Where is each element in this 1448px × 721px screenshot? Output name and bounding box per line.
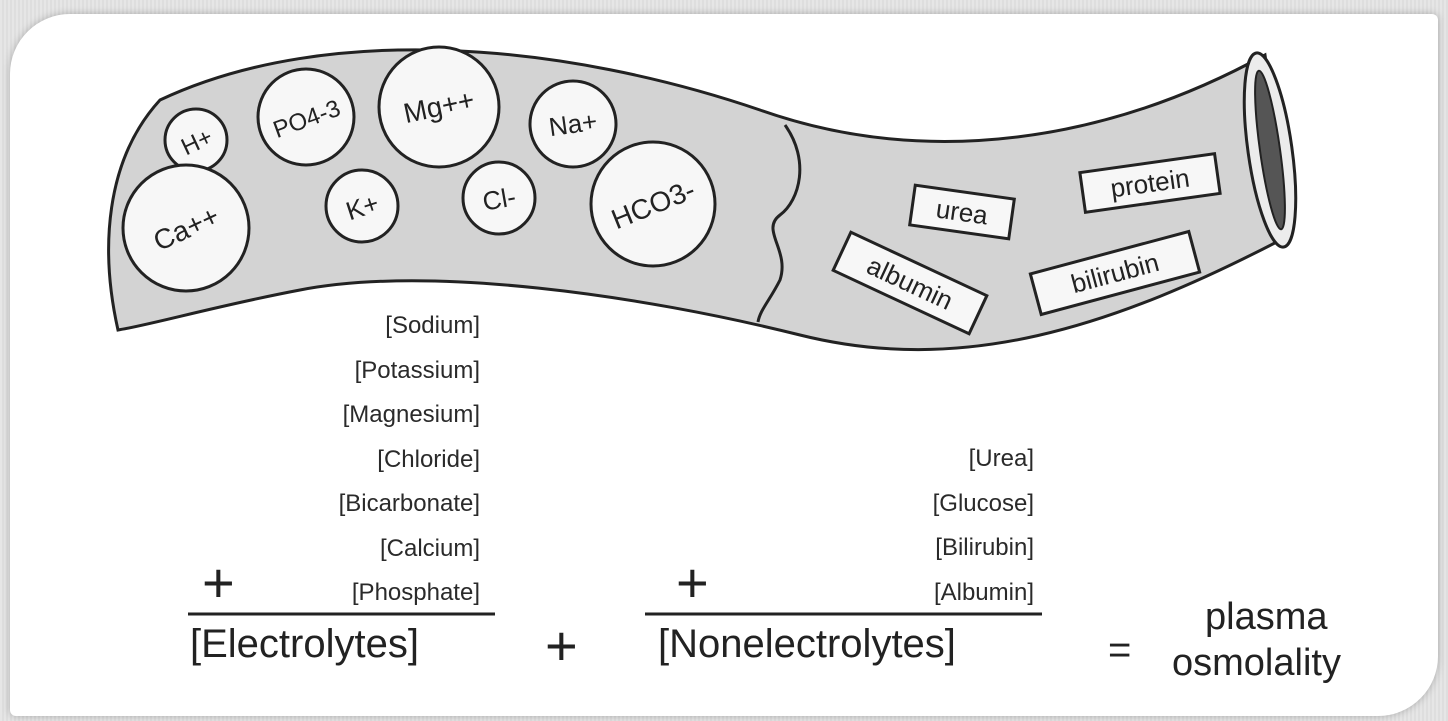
nonelectrolytes-sum-plus: + xyxy=(676,555,709,611)
list-item: [Urea] xyxy=(933,437,1034,482)
result-line-2: osmolality xyxy=(1172,642,1341,685)
ion-label-cl: Cl- xyxy=(480,181,518,216)
nonelectrolytes-list: [Urea] [Glucose] [Bilirubin] [Albumin] xyxy=(933,437,1034,615)
list-item: [Glucose] xyxy=(933,482,1034,527)
list-item: [Bilirubin] xyxy=(933,526,1034,571)
list-item: [Phosphate] xyxy=(339,571,480,616)
list-item: [Magnesium] xyxy=(339,393,480,438)
list-item: [Bicarbonate] xyxy=(339,482,480,527)
equation-plus: + xyxy=(545,618,578,674)
list-item: [Calcium] xyxy=(339,527,480,572)
list-item: [Chloride] xyxy=(339,438,480,483)
result-line-1: plasma xyxy=(1205,596,1328,639)
electrolytes-list: [Sodium] [Potassium] [Magnesium] [Chlori… xyxy=(339,304,480,616)
electrolytes-sum-plus: + xyxy=(202,555,235,611)
list-item: [Sodium] xyxy=(339,304,480,349)
electrolytes-term: [Electrolytes] xyxy=(190,622,419,667)
nonelectrolytes-term: [Nonelectrolytes] xyxy=(658,622,956,667)
list-item: [Albumin] xyxy=(933,571,1034,616)
list-item: [Potassium] xyxy=(339,349,480,394)
equals-sign: = xyxy=(1108,628,1131,673)
